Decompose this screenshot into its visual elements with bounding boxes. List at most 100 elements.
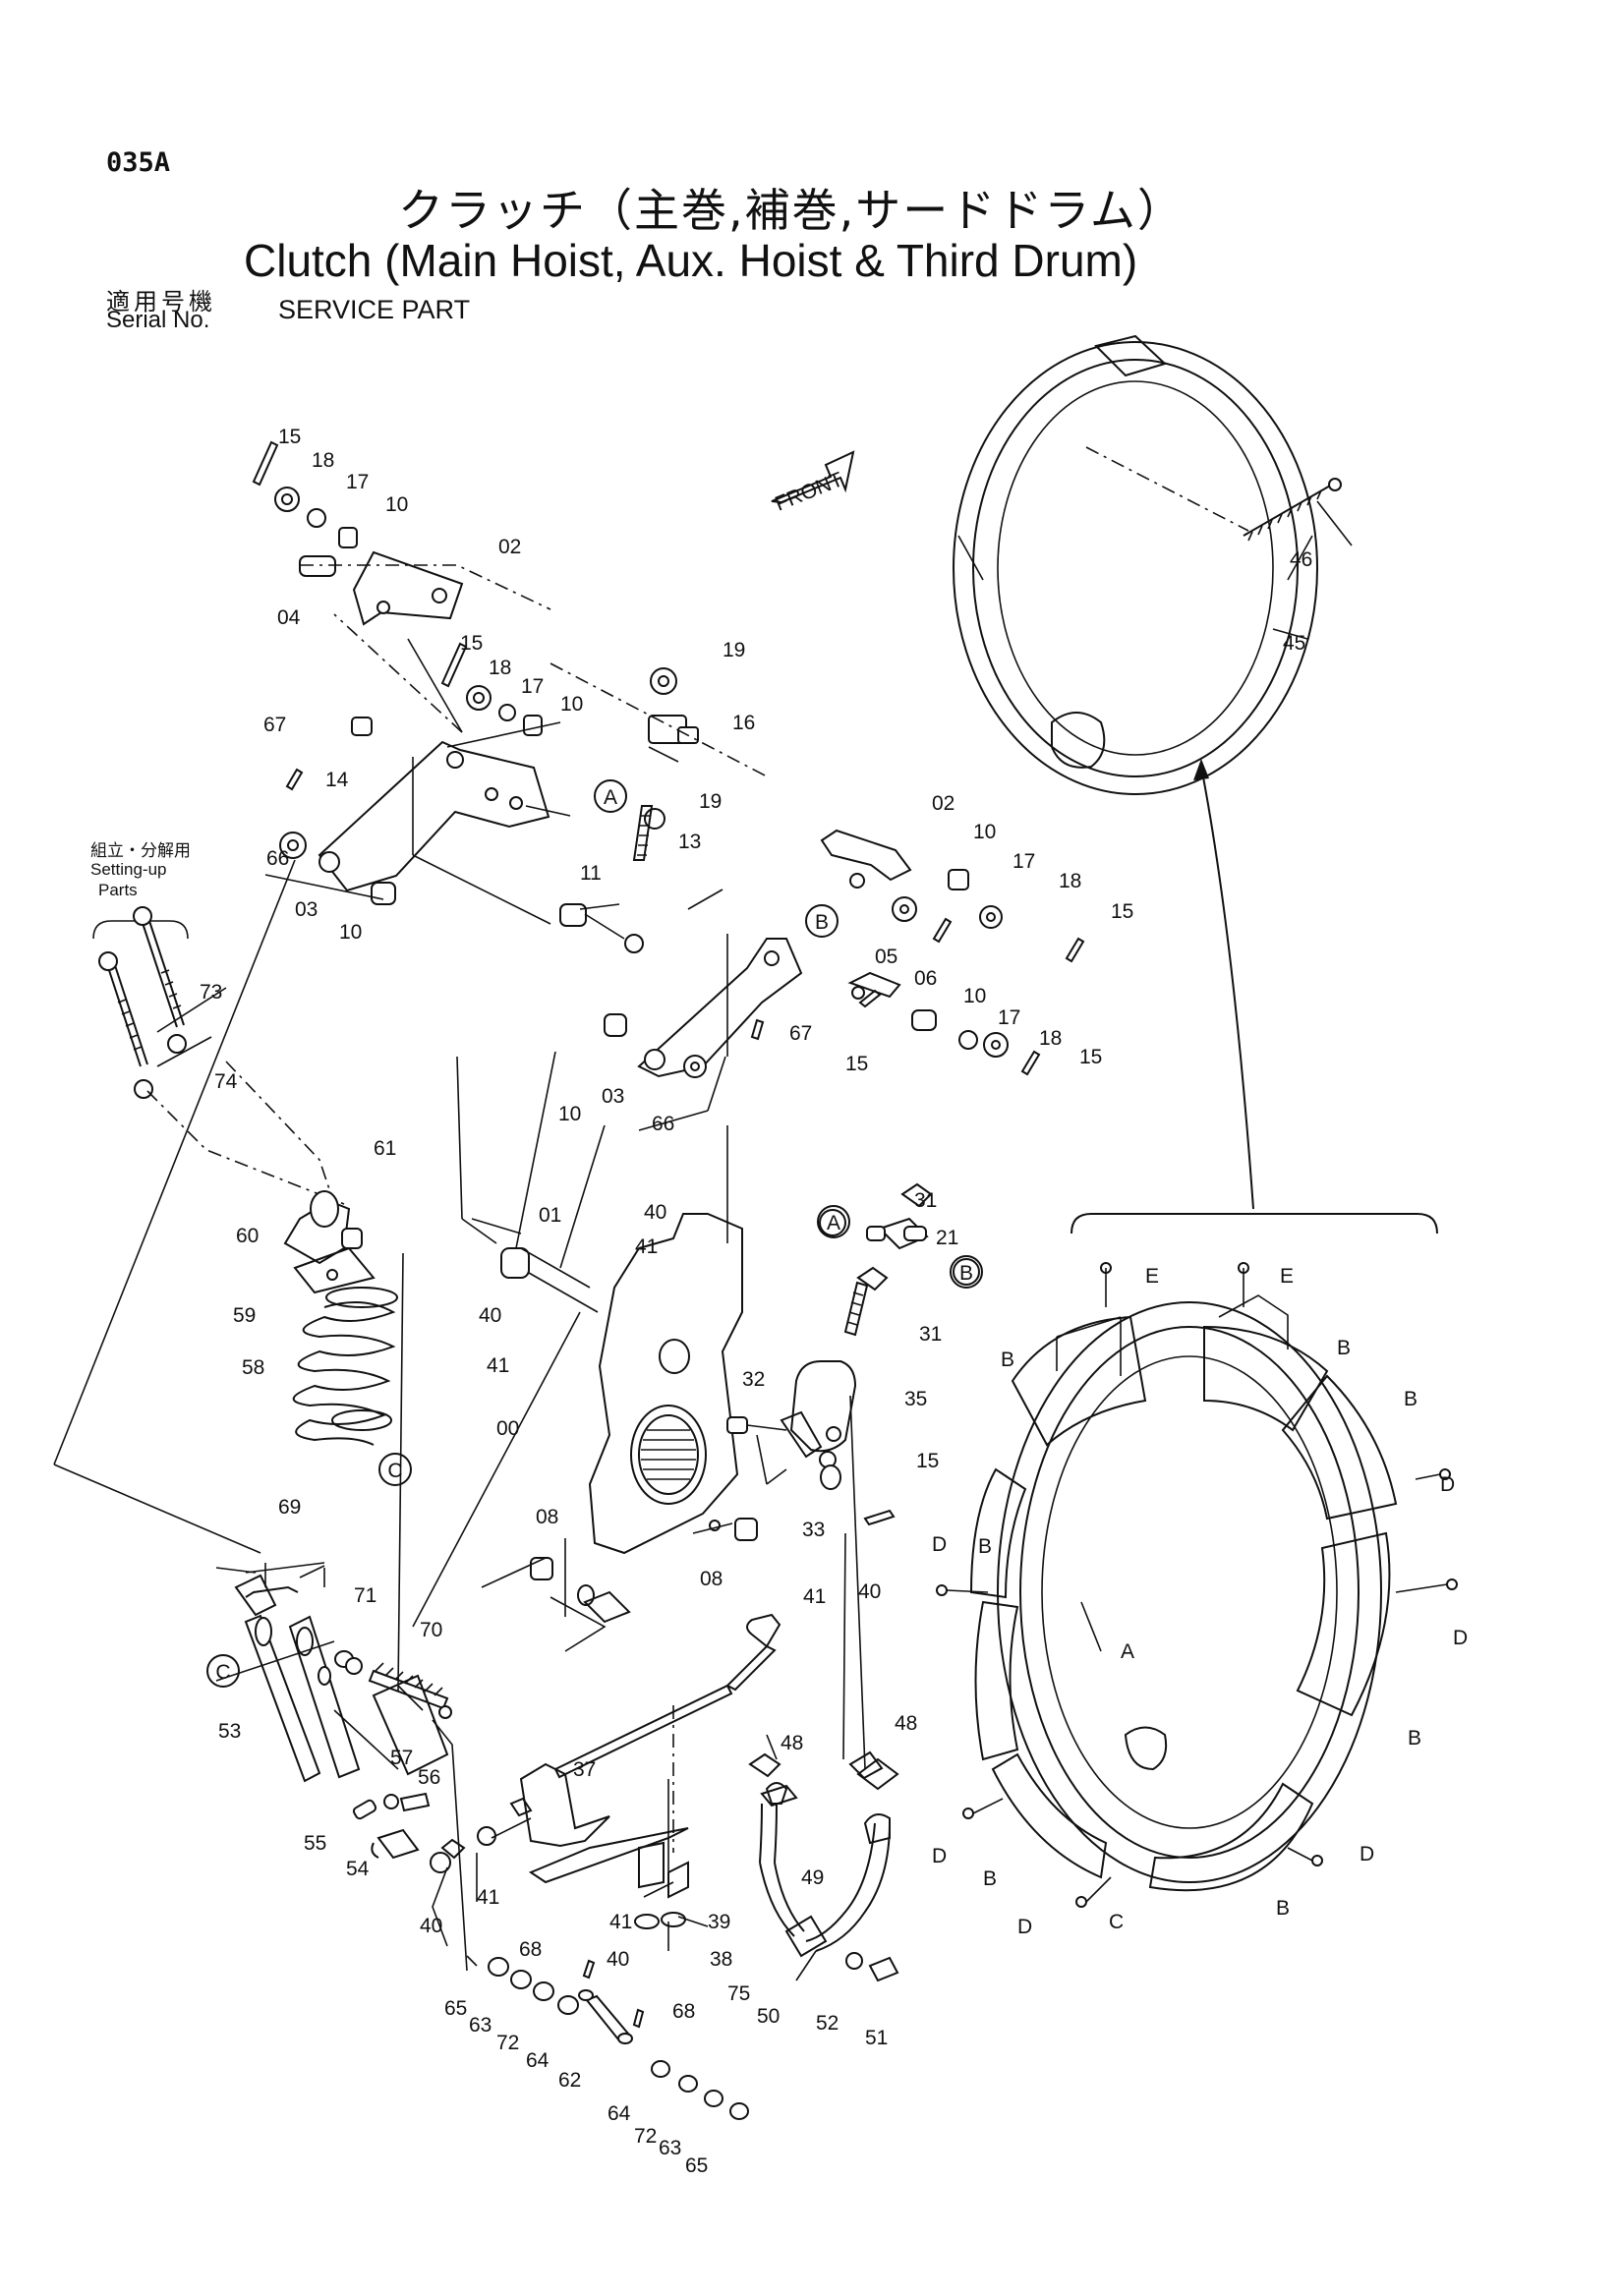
label-d-1: D — [1440, 1473, 1455, 1496]
callout-38: 38 — [710, 1948, 732, 1971]
callout-14: 14 — [325, 769, 349, 791]
label-a: A — [1121, 1640, 1134, 1663]
label-d-2: D — [932, 1533, 947, 1556]
label-d-3: D — [1453, 1627, 1468, 1649]
brake-shoe-ring — [936, 1262, 1458, 1908]
callout-35: 35 — [904, 1388, 927, 1410]
callout-64: 64 — [526, 2049, 550, 2072]
callout-58: 58 — [242, 1356, 264, 1379]
callout-16: 16 — [732, 712, 755, 734]
callout-60: 60 — [236, 1225, 259, 1247]
callout-06: 06 — [914, 967, 937, 990]
callout-41: 41 — [477, 1886, 499, 1909]
callout-71: 71 — [354, 1584, 376, 1607]
callout-15: 15 — [845, 1053, 868, 1075]
clutch-bracket — [471, 1213, 758, 1652]
callout-33: 33 — [802, 1519, 825, 1541]
callout-46: 46 — [1290, 548, 1312, 571]
callout-66: 66 — [266, 847, 289, 870]
callout-52: 52 — [816, 2012, 839, 2035]
serial-label-japanese: 適用号機 — [106, 288, 216, 316]
callout-61: 61 — [374, 1137, 396, 1160]
callout-10: 10 — [558, 1103, 581, 1125]
brake-shoe-labels: E E B B B D D B D A B D B D C D B — [932, 1265, 1468, 1938]
ref-c-lever: C — [215, 1661, 230, 1684]
setup-parts-note-line2: Parts — [98, 881, 138, 899]
label-e-right: E — [1280, 1265, 1294, 1288]
callout-17: 17 — [998, 1006, 1020, 1029]
callout-31: 31 — [919, 1323, 942, 1346]
callout-19: 19 — [699, 790, 722, 813]
callout-21: 21 — [936, 1227, 958, 1249]
callout-68: 68 — [519, 1938, 542, 1961]
callout-19: 19 — [723, 639, 745, 661]
callout-45: 45 — [1283, 632, 1305, 655]
leader-line — [842, 1532, 846, 1760]
serial-label-english: Serial No. — [106, 307, 210, 333]
label-b-1: B — [1001, 1349, 1014, 1371]
small-parts-chain — [466, 1955, 749, 2120]
leader-line — [461, 1218, 497, 1244]
callout-39: 39 — [708, 1911, 730, 1933]
setup-parts-note-line1: Setting-up — [90, 860, 167, 879]
callout-54: 54 — [346, 1858, 370, 1880]
callout-11: 11 — [580, 862, 602, 885]
relation-line — [333, 613, 463, 733]
callout-02: 02 — [498, 536, 521, 558]
setup-parts — [92, 906, 227, 1099]
label-b-2: B — [1337, 1337, 1351, 1359]
label-d-5: D — [1360, 1843, 1374, 1866]
ref-c-spring: C — [387, 1460, 402, 1482]
callout-50: 50 — [757, 2005, 780, 2028]
callout-03: 03 — [602, 1085, 624, 1108]
front-direction-arrow: FRONT — [771, 450, 855, 516]
hydraulic-hose — [748, 1395, 899, 1982]
callout-53: 53 — [218, 1720, 241, 1743]
callout-17: 17 — [1012, 850, 1035, 873]
label-d-4: D — [932, 1845, 947, 1867]
leader-line — [456, 1056, 463, 1220]
callout-15: 15 — [1079, 1046, 1102, 1068]
leader-line — [397, 1252, 404, 1692]
reference-arrow — [1200, 766, 1254, 1210]
callout-03: 03 — [295, 898, 318, 921]
callout-48: 48 — [895, 1712, 917, 1735]
title-english: Clutch (Main Hoist, Aux. Hoist & Third D… — [244, 235, 1138, 286]
callout-41: 41 — [803, 1585, 826, 1608]
ref-b-lower: B — [959, 1262, 973, 1285]
leader-line — [53, 859, 296, 1465]
callout-74: 74 — [214, 1070, 238, 1093]
ref-a-upper: A — [604, 786, 617, 809]
upper-linkage — [252, 440, 1085, 1131]
brake-shoe-group-bracket — [1070, 1213, 1438, 1234]
callout-18: 18 — [1039, 1027, 1062, 1050]
label-d-6: D — [1017, 1916, 1032, 1938]
callout-65: 65 — [444, 1997, 467, 2020]
brake-band-assembly — [953, 334, 1353, 795]
leader-line — [53, 1464, 261, 1554]
callout-63: 63 — [469, 2014, 492, 2037]
callout-18: 18 — [489, 657, 511, 679]
reference-arrow-head — [1193, 759, 1209, 780]
callout-08: 08 — [700, 1568, 723, 1590]
callout-10: 10 — [560, 693, 583, 716]
label-b-4: B — [978, 1535, 992, 1558]
spring-assembly — [146, 1061, 398, 1446]
callout-18: 18 — [312, 449, 334, 472]
title-japanese: クラッチ（主巻,補巻,サードドラム） — [398, 184, 1185, 237]
reference-markers: A B A B C C — [206, 779, 983, 1688]
callout-37: 37 — [573, 1758, 596, 1781]
callout-01: 01 — [539, 1204, 561, 1227]
callout-10: 10 — [973, 821, 996, 843]
callout-40: 40 — [607, 1948, 629, 1971]
callout-73: 73 — [200, 981, 222, 1004]
callout-15: 15 — [1111, 900, 1133, 923]
ref-a-lower: A — [827, 1212, 840, 1234]
left-lever-assembly — [215, 1562, 468, 1972]
callout-66: 66 — [652, 1113, 674, 1135]
label-b-6: B — [983, 1867, 997, 1890]
callout-31: 31 — [914, 1189, 937, 1212]
callout-08: 08 — [536, 1506, 558, 1528]
callout-67: 67 — [789, 1022, 812, 1045]
